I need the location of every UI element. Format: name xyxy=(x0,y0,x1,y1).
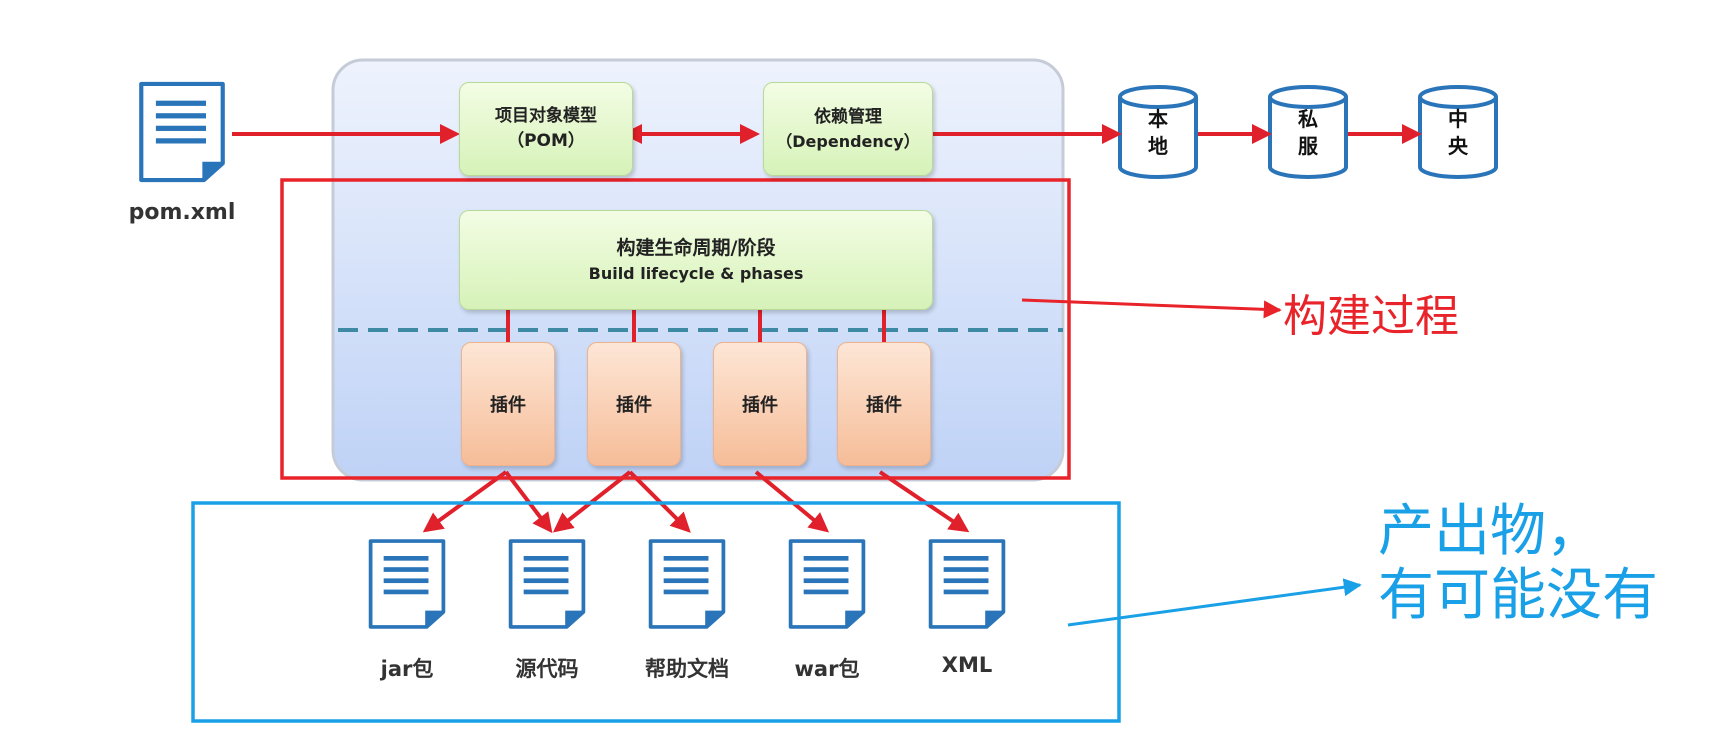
dependency-subtitle: （Dependency） xyxy=(776,131,920,151)
pom-model-subtitle: （POM） xyxy=(507,131,585,151)
output-source-label: 源代码 xyxy=(515,657,579,681)
plugin-box-1: 插件 xyxy=(461,342,555,466)
repo-private-icon xyxy=(1268,85,1348,179)
output-source-icon xyxy=(511,541,584,627)
repo-private-char-2: 服 xyxy=(1298,134,1318,158)
artifacts-arrow xyxy=(1067,578,1362,627)
plugin-label-4: 插件 xyxy=(866,395,902,416)
output-jar-icon xyxy=(371,541,444,627)
repo-local-label: 本 地 xyxy=(1128,106,1188,160)
repo-central-char-1: 中 xyxy=(1448,107,1468,131)
artifacts-annotation-line1: 产出物， xyxy=(1378,499,1602,564)
arrow-plugin2-docs xyxy=(628,470,691,533)
arrow-plugin4-xml xyxy=(878,470,970,533)
output-docs-icon xyxy=(651,541,724,627)
repo-local-icon xyxy=(1118,85,1198,179)
repo-private-char-1: 私 xyxy=(1298,107,1318,131)
repo-central-icon xyxy=(1418,85,1498,179)
arrow-plugin1-jar xyxy=(422,470,508,533)
repo-private-label: 私 服 xyxy=(1278,106,1338,160)
build-process-arrow xyxy=(1021,298,1282,319)
build-process-highlight xyxy=(280,178,1071,480)
plugin-label-1: 插件 xyxy=(490,395,526,416)
plugin-label-2: 插件 xyxy=(616,395,652,416)
plugin-label-3: 插件 xyxy=(742,395,778,416)
pom-file-label: pom.xml xyxy=(128,200,236,225)
repo-central-char-2: 央 xyxy=(1448,134,1468,158)
artifacts-annotation: 产出物， 有可能没有 xyxy=(1378,499,1658,629)
output-war-label: war包 xyxy=(794,657,860,681)
pom-file-icon xyxy=(141,84,222,180)
output-xml-icon xyxy=(931,541,1004,627)
plugin-box-3: 插件 xyxy=(713,342,807,466)
output-jar-label: jar包 xyxy=(380,657,434,681)
build-process-annotation: 构建过程 xyxy=(1283,291,1459,342)
artifacts-highlight xyxy=(191,501,1121,723)
artifacts-annotation-line2: 有可能没有 xyxy=(1378,563,1658,629)
pom-model-title: 项目对象模型 xyxy=(495,106,597,127)
plugin-box-2: 插件 xyxy=(587,342,681,466)
pom-model-box: 项目对象模型 （POM） xyxy=(459,82,633,176)
output-war-icon xyxy=(791,541,864,627)
dependency-title: 依赖管理 xyxy=(814,107,882,128)
repo-central-label: 中 央 xyxy=(1428,106,1488,160)
lifecycle-box: 构建生命周期/阶段 Build lifecycle & phases xyxy=(459,210,933,310)
plugin-box-4: 插件 xyxy=(837,342,931,466)
repo-local-char-2: 地 xyxy=(1148,134,1168,158)
lifecycle-title: 构建生命周期/阶段 xyxy=(616,236,776,259)
output-xml-label: XML xyxy=(941,653,993,677)
lifecycle-subtitle: Build lifecycle & phases xyxy=(588,264,804,284)
arrow-plugin3-war xyxy=(754,470,830,533)
repo-local-char-1: 本 xyxy=(1148,107,1168,131)
arrow-plugin1-source xyxy=(504,470,553,534)
output-docs-label: 帮助文档 xyxy=(645,657,729,681)
dependency-box: 依赖管理 （Dependency） xyxy=(763,82,933,176)
arrow-plugin2-source xyxy=(552,470,632,533)
